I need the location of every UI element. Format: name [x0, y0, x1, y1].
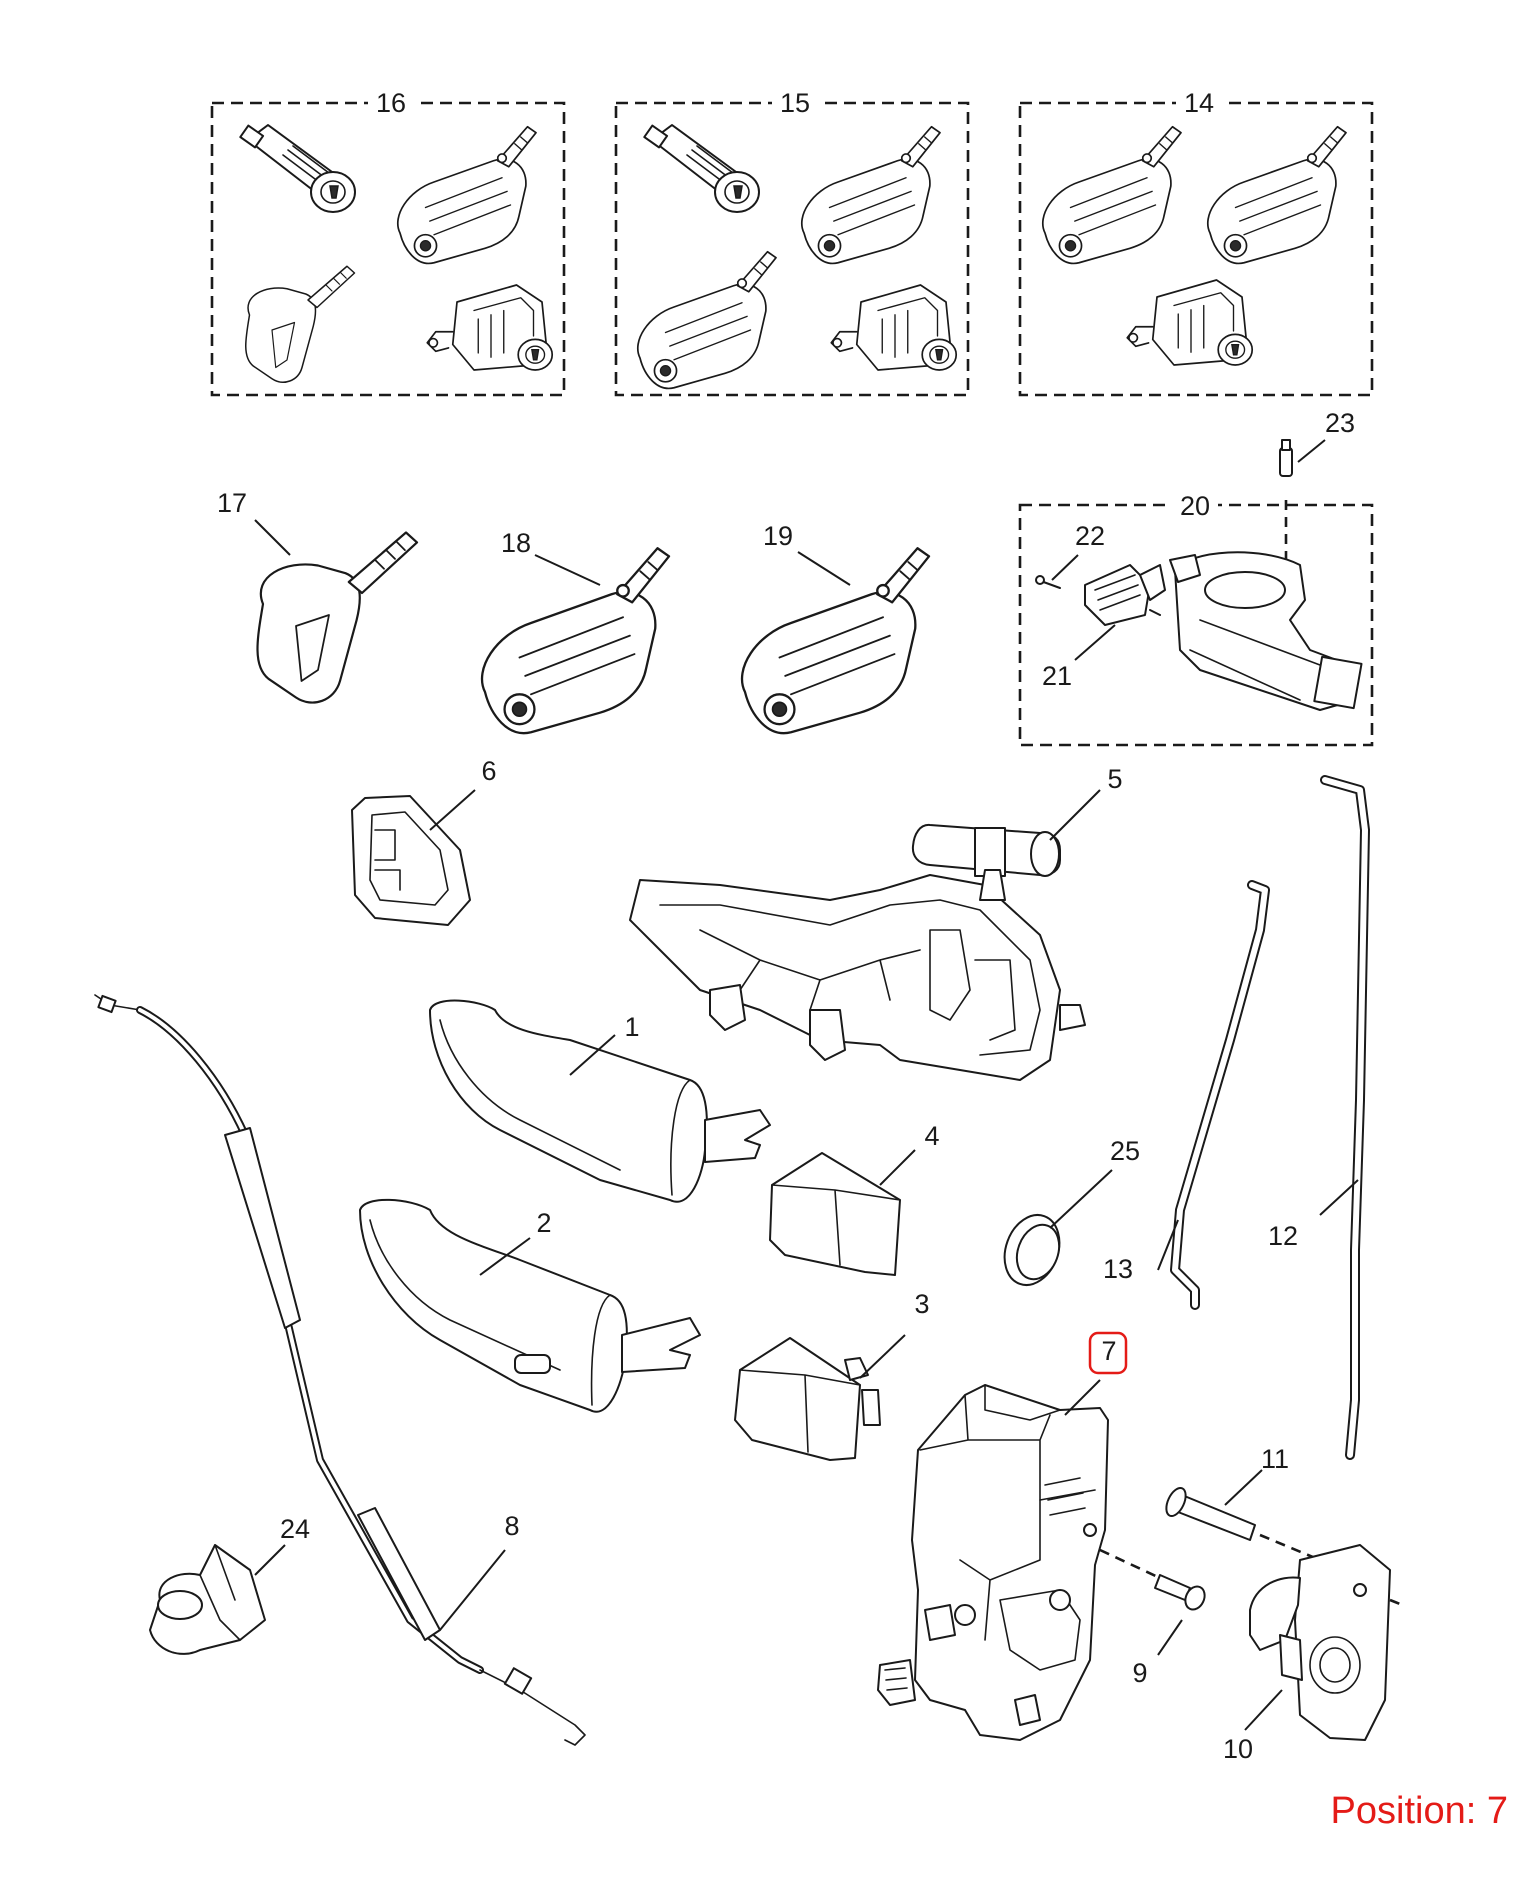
callout-7-highlight — [1088, 1331, 1128, 1375]
part-9-bolt — [1099, 1548, 1206, 1611]
callout-1: 1 — [624, 1012, 639, 1042]
callout-3: 3 — [914, 1289, 929, 1319]
part-10-striker — [1249, 1544, 1401, 1741]
part-20-steering-lock — [1169, 551, 1363, 711]
callout-14: 14 — [1184, 88, 1214, 118]
part-12-rod — [1320, 775, 1370, 1460]
callout-8: 8 — [504, 1511, 519, 1541]
part-8-cable — [94, 994, 586, 1746]
kit-16-parts — [239, 124, 554, 383]
part-5-handle-carrier — [629, 823, 1086, 1081]
kit-14-parts — [1041, 125, 1347, 366]
leader-lines — [254, 439, 1359, 1731]
callout-6: 6 — [481, 756, 496, 786]
callout-23: 23 — [1325, 408, 1355, 438]
part-22-screw — [1035, 575, 1061, 589]
part-4-cap — [769, 1152, 901, 1276]
callout-20: 20 — [1180, 491, 1210, 521]
part-6-gasket — [351, 795, 471, 926]
part-24-clip — [149, 1544, 266, 1655]
callout-labels: 16 15 14 23 20 22 21 17 18 19 6 5 1 2 4 … — [217, 88, 1355, 1764]
part-1-outer-handle — [429, 999, 771, 1203]
callout-10: 10 — [1223, 1734, 1253, 1764]
position-label: Position: 7 — [1330, 1790, 1508, 1832]
part-21-switch — [1084, 564, 1166, 626]
callout-21: 21 — [1042, 661, 1072, 691]
callout-17: 17 — [217, 488, 247, 518]
part-25-grommet — [1003, 1214, 1061, 1286]
part-11-bolt — [1165, 1486, 1321, 1562]
part-3-cap-with-clip — [734, 1337, 881, 1461]
part-17-key — [256, 531, 419, 704]
part-23-pin — [1279, 439, 1293, 560]
callout-4: 4 — [924, 1121, 939, 1151]
callout-18: 18 — [501, 528, 531, 558]
callout-12: 12 — [1268, 1221, 1298, 1251]
part-18-fob — [480, 547, 671, 735]
callout-7: 7 — [1101, 1336, 1116, 1366]
callout-2: 2 — [536, 1208, 551, 1238]
part-2-outer-handle-with-sensor — [359, 1198, 701, 1413]
callout-15: 15 — [780, 88, 810, 118]
callout-25: 25 — [1110, 1136, 1140, 1166]
callout-16: 16 — [376, 88, 406, 118]
callout-19: 19 — [763, 521, 793, 551]
callout-11: 11 — [1261, 1444, 1289, 1474]
callout-24: 24 — [280, 1514, 310, 1544]
callout-9: 9 — [1132, 1658, 1147, 1688]
callout-22: 22 — [1075, 521, 1105, 551]
callout-13: 13 — [1103, 1254, 1133, 1284]
part-13-rod — [1170, 880, 1270, 1310]
kit-15-parts — [636, 124, 958, 390]
callout-5: 5 — [1107, 764, 1122, 794]
part-7-door-lock — [877, 1384, 1109, 1741]
